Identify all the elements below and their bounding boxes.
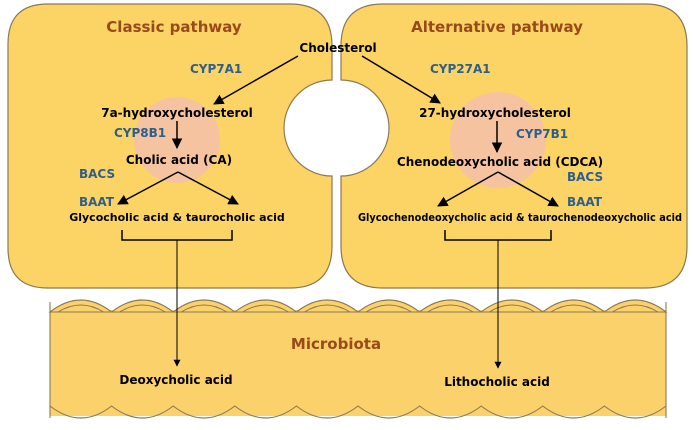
glyco-tauro-cdca-label: Glycochenodeoxycholic acid & taurochenod… xyxy=(358,211,682,224)
alternative-nucleus xyxy=(450,92,546,188)
bacs-right-label: BACS xyxy=(567,170,603,184)
arrow-chol-to-7a xyxy=(213,55,299,105)
glyco-tauro-cholic-label: Glycocholic acid & taurocholic acid xyxy=(69,211,285,224)
7a-hydroxycholesterol-label: 7a-hydroxycholesterol xyxy=(101,106,253,120)
classic-pathway-title: Classic pathway xyxy=(106,18,242,36)
cdca-label: Chenodeoxycholic acid (CDCA) xyxy=(397,155,603,169)
baat-left-label: BAAT xyxy=(79,195,115,209)
cyp27a1-label: CYP27A1 xyxy=(430,62,491,76)
deoxycholic-acid-label: Deoxycholic acid xyxy=(119,373,232,387)
baat-right-label: BAAT xyxy=(567,195,603,209)
arrow-cdca-to-glyco-right xyxy=(497,171,559,207)
alternative-pathway-title: Alternative pathway xyxy=(411,18,583,36)
cyp8b1-label: CYP8B1 xyxy=(114,126,166,140)
lithocholic-acid-label: Lithocholic acid xyxy=(444,375,550,389)
cholic-acid-label: Cholic acid (CA) xyxy=(126,153,232,167)
cyp7b1-label: CYP7B1 xyxy=(516,127,568,141)
arrow-ca-to-glyco-left xyxy=(117,171,179,205)
bacs-left-label: BACS xyxy=(79,167,115,181)
27-hydroxycholesterol-label: 27-hydroxycholesterol xyxy=(419,106,571,120)
arrow-cdca-to-glyco-left xyxy=(437,171,499,207)
arrow-chol-to-27 xyxy=(361,55,441,104)
cyp7a1-label: CYP7A1 xyxy=(190,62,242,76)
microbiota-label: Microbiota xyxy=(291,335,381,353)
arrow-ca-to-glyco-right xyxy=(177,171,239,205)
intestine xyxy=(48,299,668,419)
cholesterol-label: Cholesterol xyxy=(299,41,376,55)
